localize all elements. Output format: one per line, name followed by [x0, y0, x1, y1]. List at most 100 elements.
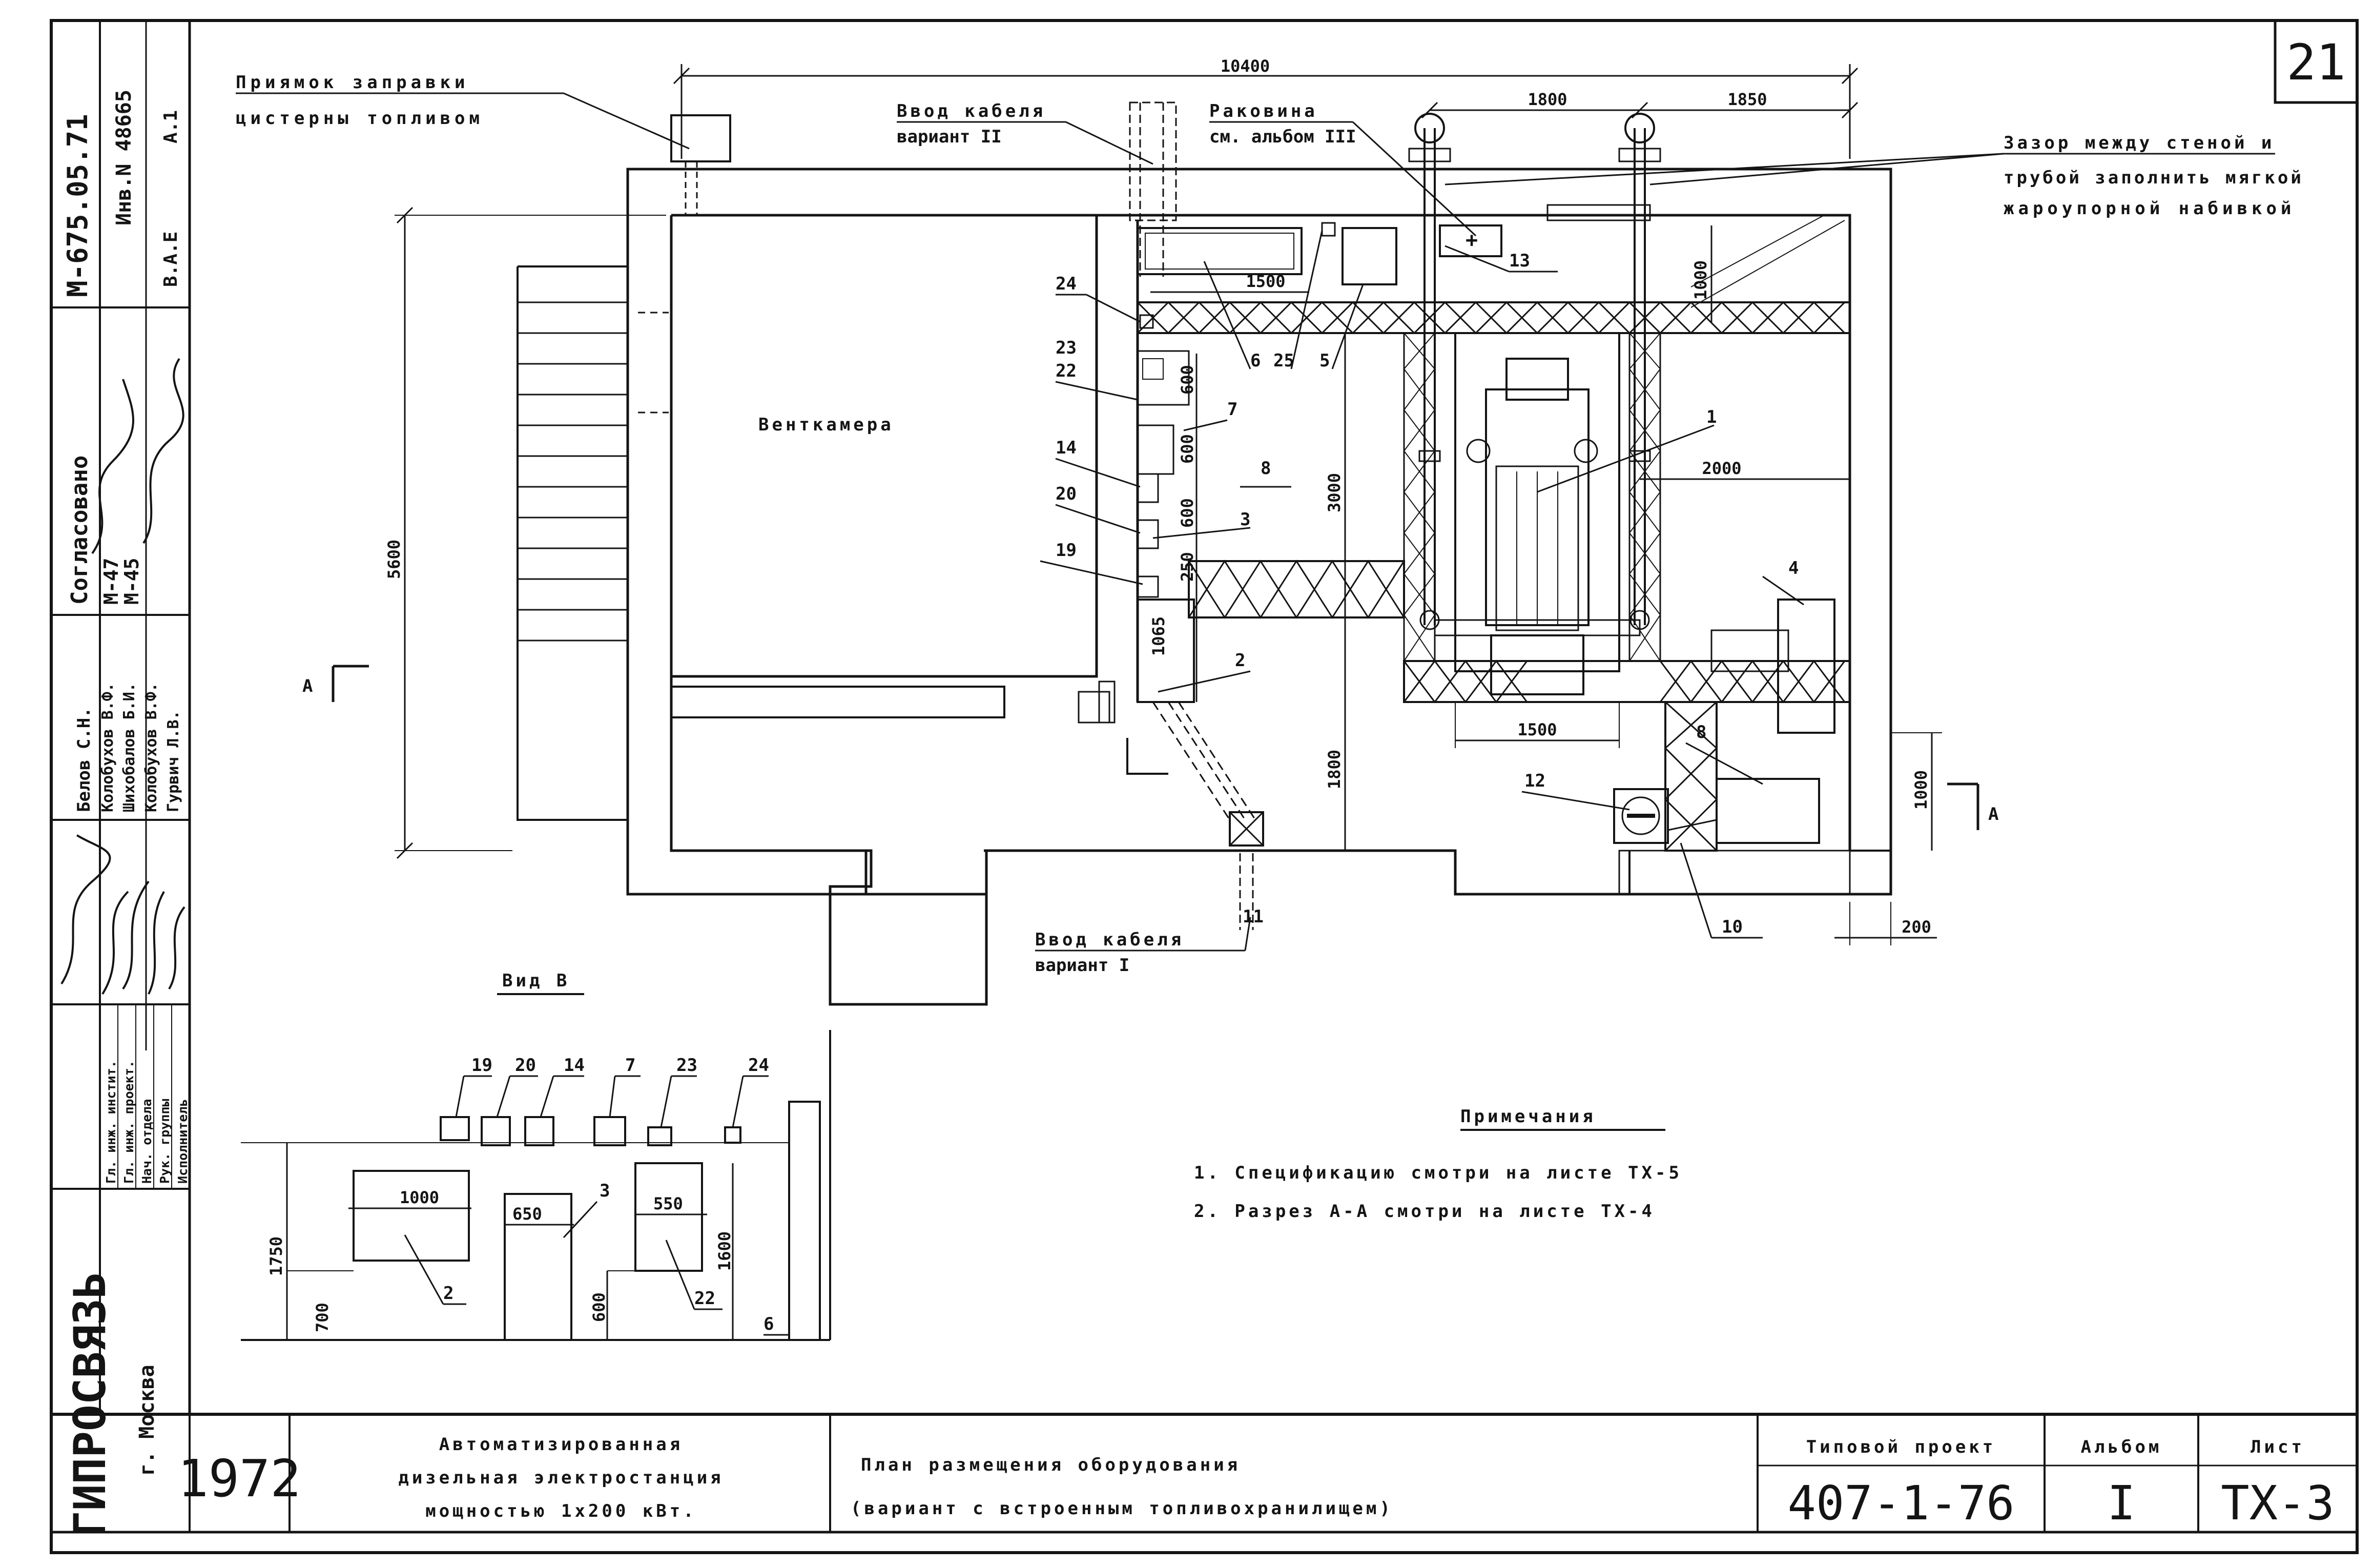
dim-1065: 1065 [1149, 616, 1168, 656]
view-b-dim-700: 700 [313, 1303, 332, 1332]
project-desc-3: мощностью 1x200 кВт. [425, 1501, 696, 1521]
dim-5600: 5600 [384, 540, 404, 579]
view-b-22: 22 [694, 1288, 715, 1309]
item-5: 5 [1319, 350, 1330, 371]
view-b-6: 6 [764, 1314, 774, 1334]
callout-cable1-2: вариант I [1035, 955, 1129, 976]
view-b-dim-650: 650 [512, 1204, 542, 1224]
dimension-lines: 10400 1800 1850 1500 1000 600 600 600 25… [384, 56, 1942, 945]
callout-pit-2: цистерны топливом [236, 108, 484, 129]
item-2: 2 [1235, 650, 1245, 671]
item-23: 23 [1056, 338, 1077, 358]
view-b-dim-1750: 1750 [266, 1236, 286, 1276]
stamp-sheet-ref: А.1 [160, 110, 181, 143]
drawing-title-1: План размещения оборудования [861, 1455, 1241, 1475]
view-b-23: 23 [676, 1055, 697, 1076]
dim-3000: 3000 [1325, 473, 1344, 512]
drawing-title-2: (вариант с встроенным топливохранилищем) [851, 1498, 1393, 1519]
stamp-agreed-2: М-45 [120, 558, 143, 605]
item-4: 4 [1788, 558, 1799, 579]
signature-agreed [91, 358, 184, 554]
dim-1500-low: 1500 [1517, 720, 1557, 739]
stamp-name-3: Колобухов В.Ф. [142, 683, 160, 812]
view-b-2: 2 [443, 1283, 453, 1304]
callout-sink-2: см. альбом III [1209, 127, 1356, 147]
equipment: + [1078, 113, 1851, 930]
stamp-agreed: Согласовано [67, 456, 93, 605]
stamp-name-2: Шихобалов Б.И. [120, 683, 138, 812]
dim-600-c: 600 [1178, 498, 1197, 528]
item-22: 22 [1056, 361, 1077, 381]
stamp-role-4: Исполнитель [175, 1099, 190, 1184]
dim-overall-width: 10400 [1221, 56, 1270, 76]
dim-2000: 2000 [1702, 459, 1741, 478]
dim-1000-right: 1000 [1911, 770, 1931, 810]
callout-gap-3: жароупорной набивкой [2004, 198, 2295, 219]
stamp-va: В.А.Е [160, 232, 181, 287]
view-b-dim-1000: 1000 [400, 1188, 439, 1207]
stamp-inv: Инв.N 48665 [112, 90, 136, 225]
item-11: 11 [1243, 906, 1264, 927]
dim-1800-low: 1800 [1325, 750, 1344, 789]
section-mark-left: А [302, 676, 313, 696]
typical-project-label: Типовой проект [1806, 1437, 1996, 1457]
album-label: Альбом [2081, 1437, 2162, 1457]
dim-1500-top: 1500 [1246, 272, 1285, 291]
item-12: 12 [1524, 771, 1545, 791]
callout-cable1-1: Ввод кабеля [1035, 930, 1184, 950]
sheet-label: Лист [2251, 1437, 2305, 1457]
item-14: 14 [1056, 438, 1077, 458]
sheet-frame [50, 19, 2359, 1554]
dim-200: 200 [1902, 917, 1931, 937]
album-value: I [2107, 1476, 2135, 1531]
item-3: 3 [1240, 509, 1250, 530]
stamp-role-0: Гл. инж. инстит. [104, 1060, 118, 1184]
stamp-agreed-1: М-47 [100, 558, 122, 605]
view-b-dim-1600: 1600 [715, 1231, 734, 1271]
side-stamp: М-675.05.71 Инв.N 48665 В.А.Е А.1 Соглас… [51, 19, 191, 1537]
item-13: 13 [1509, 251, 1530, 271]
notes: Примечания 1. Спецификацию смотри на лис… [1194, 1106, 1682, 1222]
year: 1972 [178, 1449, 301, 1509]
dim-1000: 1000 [1691, 260, 1710, 300]
sheet-number: 21 [2286, 34, 2346, 91]
dim-250: 250 [1178, 552, 1197, 582]
item-numbers: 24 23 22 14 20 19 7 8 3 2 6 25 5 13 1 4 … [302, 230, 1998, 939]
callout-sink-1: Раковина [1209, 101, 1318, 121]
view-b-3: 3 [600, 1181, 610, 1201]
item-8b: 8 [1696, 722, 1706, 742]
view-b-14: 14 [564, 1055, 585, 1076]
note-2: 2. Разрез А-А смотри на листе ТХ-4 [1194, 1201, 1655, 1222]
sheet-number-box [2274, 19, 2359, 104]
view-b-20: 20 [515, 1055, 536, 1076]
dim-600-b: 600 [1178, 434, 1197, 464]
project-desc-2: дизельная электростанция [398, 1468, 724, 1488]
view-b-dim-550: 550 [653, 1194, 683, 1213]
view-b-title: Вид В [502, 971, 570, 991]
item-20: 20 [1056, 484, 1077, 504]
room-label-ventchamber: Венткамера [758, 415, 894, 435]
typical-project-value: 407-1-76 [1787, 1476, 2014, 1531]
dim-1850: 1850 [1727, 90, 1767, 109]
callouts: Приямок заправки цистерны топливом Ввод … [236, 72, 2301, 976]
stamp-code: М-675.05.71 [61, 114, 94, 297]
sheet-value: ТХ-3 [2221, 1476, 2335, 1531]
title-block: 1972 Автоматизированная дизельная электр… [51, 1413, 2357, 1534]
item-8a: 8 [1261, 458, 1271, 479]
stamp-name-0: Белов С.Н. [74, 707, 94, 812]
item-7: 7 [1227, 399, 1237, 420]
notes-heading: Примечания [1460, 1106, 1596, 1127]
view-b-dim-600: 600 [589, 1292, 609, 1322]
item-6: 6 [1250, 350, 1261, 371]
item-24: 24 [1056, 274, 1077, 294]
view-b-24: 24 [748, 1055, 769, 1076]
stamp-role-1: Гл. инж. проект. [121, 1060, 136, 1184]
view-b-7: 7 [625, 1055, 635, 1076]
stamp-name-1: Колобухов В.Ф. [99, 683, 117, 812]
item-1: 1 [1706, 407, 1717, 427]
note-1: 1. Спецификацию смотри на листе ТХ-5 [1194, 1163, 1682, 1183]
view-b-19: 19 [471, 1055, 492, 1076]
project-desc-1: Автоматизированная [439, 1434, 683, 1455]
callout-gap-1: Зазор между стеной и [2004, 133, 2275, 153]
signatures [60, 834, 185, 995]
